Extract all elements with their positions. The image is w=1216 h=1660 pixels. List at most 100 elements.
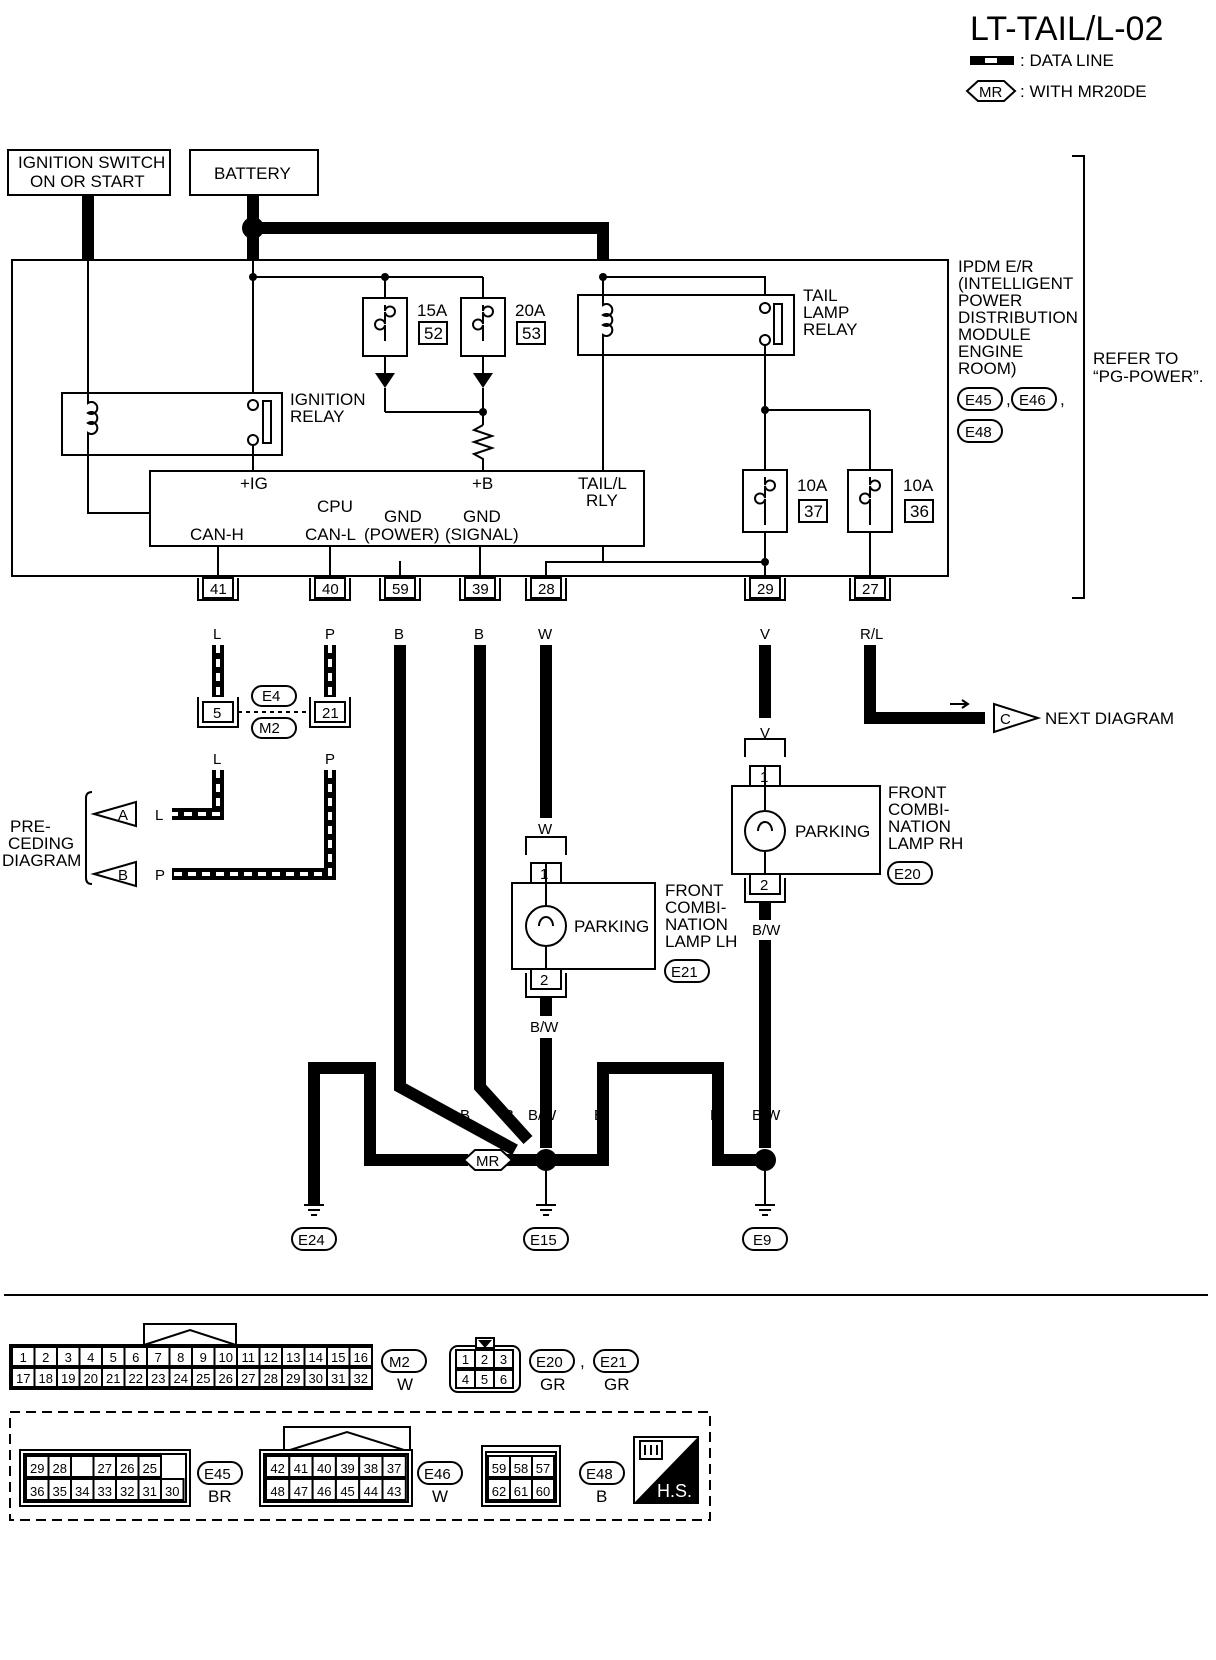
pin-number: 57 [536,1461,550,1476]
pin-number: 15 [331,1350,345,1365]
fuse-15a-number: 52 [424,324,443,343]
module-bracket [1072,155,1085,599]
lh-lamp-label-3: NATION [665,915,728,934]
e24-wire-b-1: B [309,1107,319,1124]
pin-59: 59 [379,577,421,601]
connector-color-e46: W [432,1487,448,1506]
pin-number: 1 [462,1352,469,1367]
wire-rl-label-1: R/L [860,626,883,643]
pin-40: 40 [309,577,351,601]
cpu-tail-rly-label-1: TAIL/L [578,474,627,493]
pin-number: 60 [536,1484,550,1499]
gnd-power-wire [394,645,518,1156]
connector-color-e45: BR [208,1487,232,1506]
cpu-gnd-power-1: GND [384,507,422,526]
ipdm-connector-e46: E46 [1011,387,1057,411]
connector-badge-e46: E46 [417,1461,463,1485]
wire-p-label-2: P [325,751,335,768]
pin-number: 25 [143,1461,157,1476]
preceding-label-1: PRE- [10,817,51,836]
rh-lamp-label-4: LAMP RH [888,834,963,853]
svg-text:E46: E46 [1019,392,1046,409]
svg-text:H.S.: H.S. [657,1481,692,1501]
connector-badge-e45: E45 [197,1461,243,1485]
e9-ground-connector: E9 [742,1227,788,1251]
cpu-gnd-power-2: (POWER) [364,525,440,544]
next-connector-c: C [993,702,1042,734]
battery-tail-relay-wire [253,222,609,260]
pin-number: 24 [174,1371,188,1386]
e24-ground-wire [308,1062,468,1205]
svg-text:E45: E45 [204,1466,231,1483]
wire-b-label-39: B [474,626,484,643]
connector-color-e21: GR [604,1375,630,1394]
pin-number: 11 [242,1350,256,1365]
ipdm-label-3: POWER [958,291,1022,310]
pin-number: 1 [20,1350,27,1365]
ignition-switch-label-1: IGNITION SWITCH [18,153,165,172]
pin-cell [381,1478,407,1501]
pin-number: 39 [340,1461,354,1476]
svg-text:41: 41 [210,581,227,598]
pin-39: 39 [459,577,501,601]
ipdm-connector-e45: E45 [957,387,1003,411]
fuse-10a-37-rating: 10A [797,476,828,495]
harness-side-icon: H.S. [633,1436,699,1504]
connector-badge-m2: M2 [381,1349,427,1373]
svg-text:,: , [1006,390,1011,409]
ignition-switch-label-2: ON OR START [30,172,145,191]
preceding-label-2: CEDING [8,834,74,853]
svg-text:M2: M2 [389,1354,410,1371]
joint-connector-pin-5: 5 [197,697,239,728]
legend-data-line-text: : DATA LINE [1020,51,1114,70]
pin-number: 58 [514,1461,528,1476]
pin-cell [493,1349,514,1369]
fuse-20a [460,297,506,388]
lh-lamp-label-1: FRONT [665,881,724,900]
svg-text:E48: E48 [586,1466,613,1483]
rh-parking-bulb-icon [744,810,786,852]
pin-number: 31 [331,1371,345,1386]
diagram-title: LT-TAIL/L-02 [970,10,1163,48]
fuse-10a-36-rating: 10A [903,476,934,495]
svg-text:E9: E9 [753,1232,771,1249]
e24-ground-symbol [304,1204,324,1216]
next-diagram-label: NEXT DIAGRAM [1045,709,1174,728]
pin-number: 41 [294,1461,308,1476]
cpu-gnd-signal-2: (SIGNAL) [445,525,519,544]
svg-text:B: B [118,867,128,884]
svg-text:59: 59 [392,581,409,598]
wire-w-label-2: W [538,821,553,838]
pin-number: 62 [492,1484,506,1499]
svg-text:E45: E45 [965,392,992,409]
legend-mr-badge: MR [965,80,1017,102]
pin-number: 35 [53,1484,67,1499]
pin-number: 30 [165,1484,179,1499]
next-diagram-wire [864,645,985,724]
fuse-10a-37-number: 37 [804,502,823,521]
pin-number: 9 [200,1350,207,1365]
ipdm-connector-e48: E48 [957,419,1003,443]
svg-text:5: 5 [213,705,221,722]
mr-option-badge: MR [462,1149,514,1171]
pin-number: 59 [492,1461,506,1476]
pin-number: 4 [462,1372,469,1387]
svg-text:29: 29 [757,581,774,598]
fuse-15a-rating: 15A [417,301,448,320]
preceding-connector-b: B [90,860,137,888]
rh-lamp-label-1: FRONT [888,783,947,802]
cpu-block [149,470,645,547]
preceding-connector-a: A [90,800,137,828]
fuse-10a-36 [847,469,893,533]
pin-cell [348,1367,373,1388]
pin-number: 2 [42,1350,49,1365]
ipdm-label-5: MODULE [958,325,1031,344]
pin-number: 25 [196,1371,210,1386]
pin-number: 8 [177,1350,184,1365]
cpu-can-l: CAN-L [305,525,356,544]
pin-number: 46 [317,1484,331,1499]
svg-text:E20: E20 [536,1354,563,1371]
